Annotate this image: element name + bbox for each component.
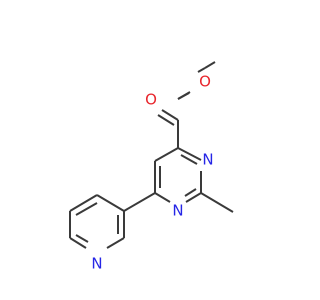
bond-n1-c6 [154,192,171,203]
bond-pyridine-c2-n1 [106,237,125,249]
bond-pyridine-c5-c4-inner [75,202,98,216]
bond-carbonyl-double-2 [157,114,175,126]
bond-pyridine-c5-c4 [69,194,98,212]
pyrimidine-n1-label: N [172,202,183,220]
bond-c4-n3-inner [180,154,198,165]
bond-pyridine-n1-c6 [69,237,87,249]
bond-methyl-oxygen [197,67,206,73]
pyrimidine-n3-label: N [202,151,213,169]
bond-pyridine-n1-c6-inner [75,234,89,243]
bond-pyridine-c4-c3 [96,194,125,212]
bond-carbonyl-double-1 [161,109,179,121]
bond-pyrimidine-pyridine [123,192,156,212]
bond-c4-n3 [177,147,202,161]
pyridine-nitrogen-label: N [91,255,102,273]
ester-oxygen-label: O [199,73,211,91]
bond-oxygen-ester-link [177,91,191,100]
carbonyl-oxygen-label: O [145,91,157,109]
bond-methyl-stub [204,61,216,69]
bond-c2-methyl [200,192,234,213]
molecule-canvas: O O N N N [69,61,234,273]
bond-c2-n1-inner [184,188,197,197]
bond-c2-n1 [185,192,202,203]
bond-c5-c4 [154,147,179,162]
molecule-structure: O O N N N [69,61,234,273]
